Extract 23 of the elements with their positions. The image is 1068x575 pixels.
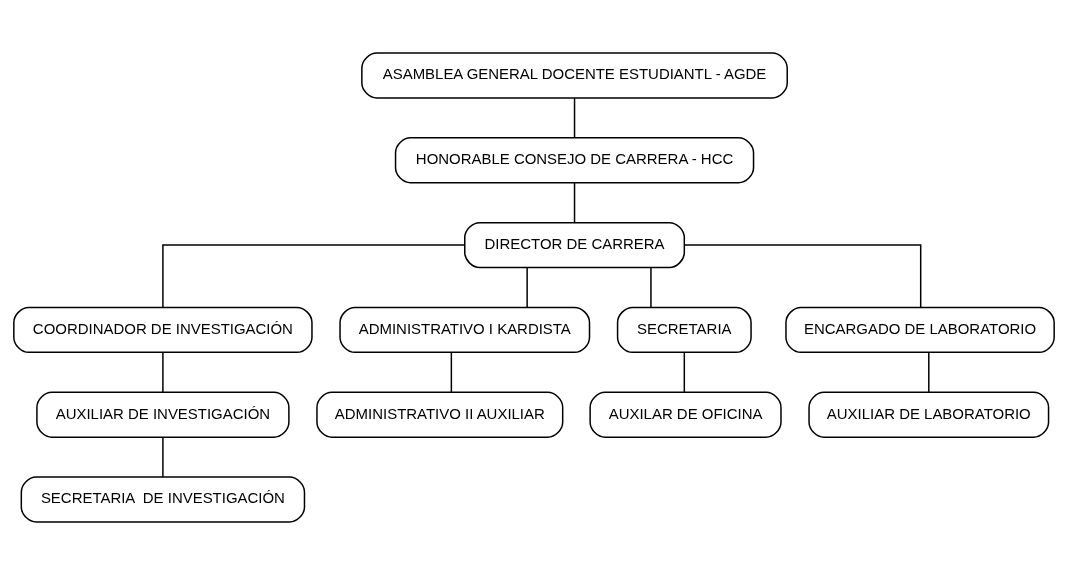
connector	[650, 267, 652, 308]
node-box: AUXILAR DE OFICINA	[589, 391, 782, 438]
node-box: ADMINISTRATIVO II AUXILIAR	[316, 391, 564, 438]
node-box: ADMINISTRATIVO I KARDISTA	[339, 306, 591, 354]
connector	[573, 182, 576, 224]
node-box: COORDINADOR DE INVESTIGACIÓN	[13, 306, 313, 354]
connector	[162, 436, 164, 478]
connector	[573, 97, 576, 139]
connector	[526, 267, 528, 308]
node-box: ASAMBLEA GENERAL DOCENTE ESTUDIANTL - AGDE	[361, 52, 788, 99]
connector	[450, 351, 453, 393]
node-box: SECRETARIA DE INVESTIGACIÓN	[20, 476, 306, 523]
node-box: SECRETARIA	[616, 306, 752, 354]
connector	[928, 351, 930, 393]
connector	[162, 244, 466, 308]
node-box: DIRECTOR DE CARRERA	[464, 221, 686, 269]
node-box: ENCARGADO DE LABORATORIO	[785, 306, 1055, 354]
connector	[683, 244, 922, 308]
node-box: AUXILIAR DE LABORATORIO	[808, 391, 1050, 438]
node-box: AUXILIAR DE INVESTIGACIÓN	[36, 391, 290, 438]
connector	[683, 351, 686, 393]
node-box: HONORABLE CONSEJO DE CARRERA - HCC	[394, 137, 755, 184]
connector	[162, 351, 164, 393]
